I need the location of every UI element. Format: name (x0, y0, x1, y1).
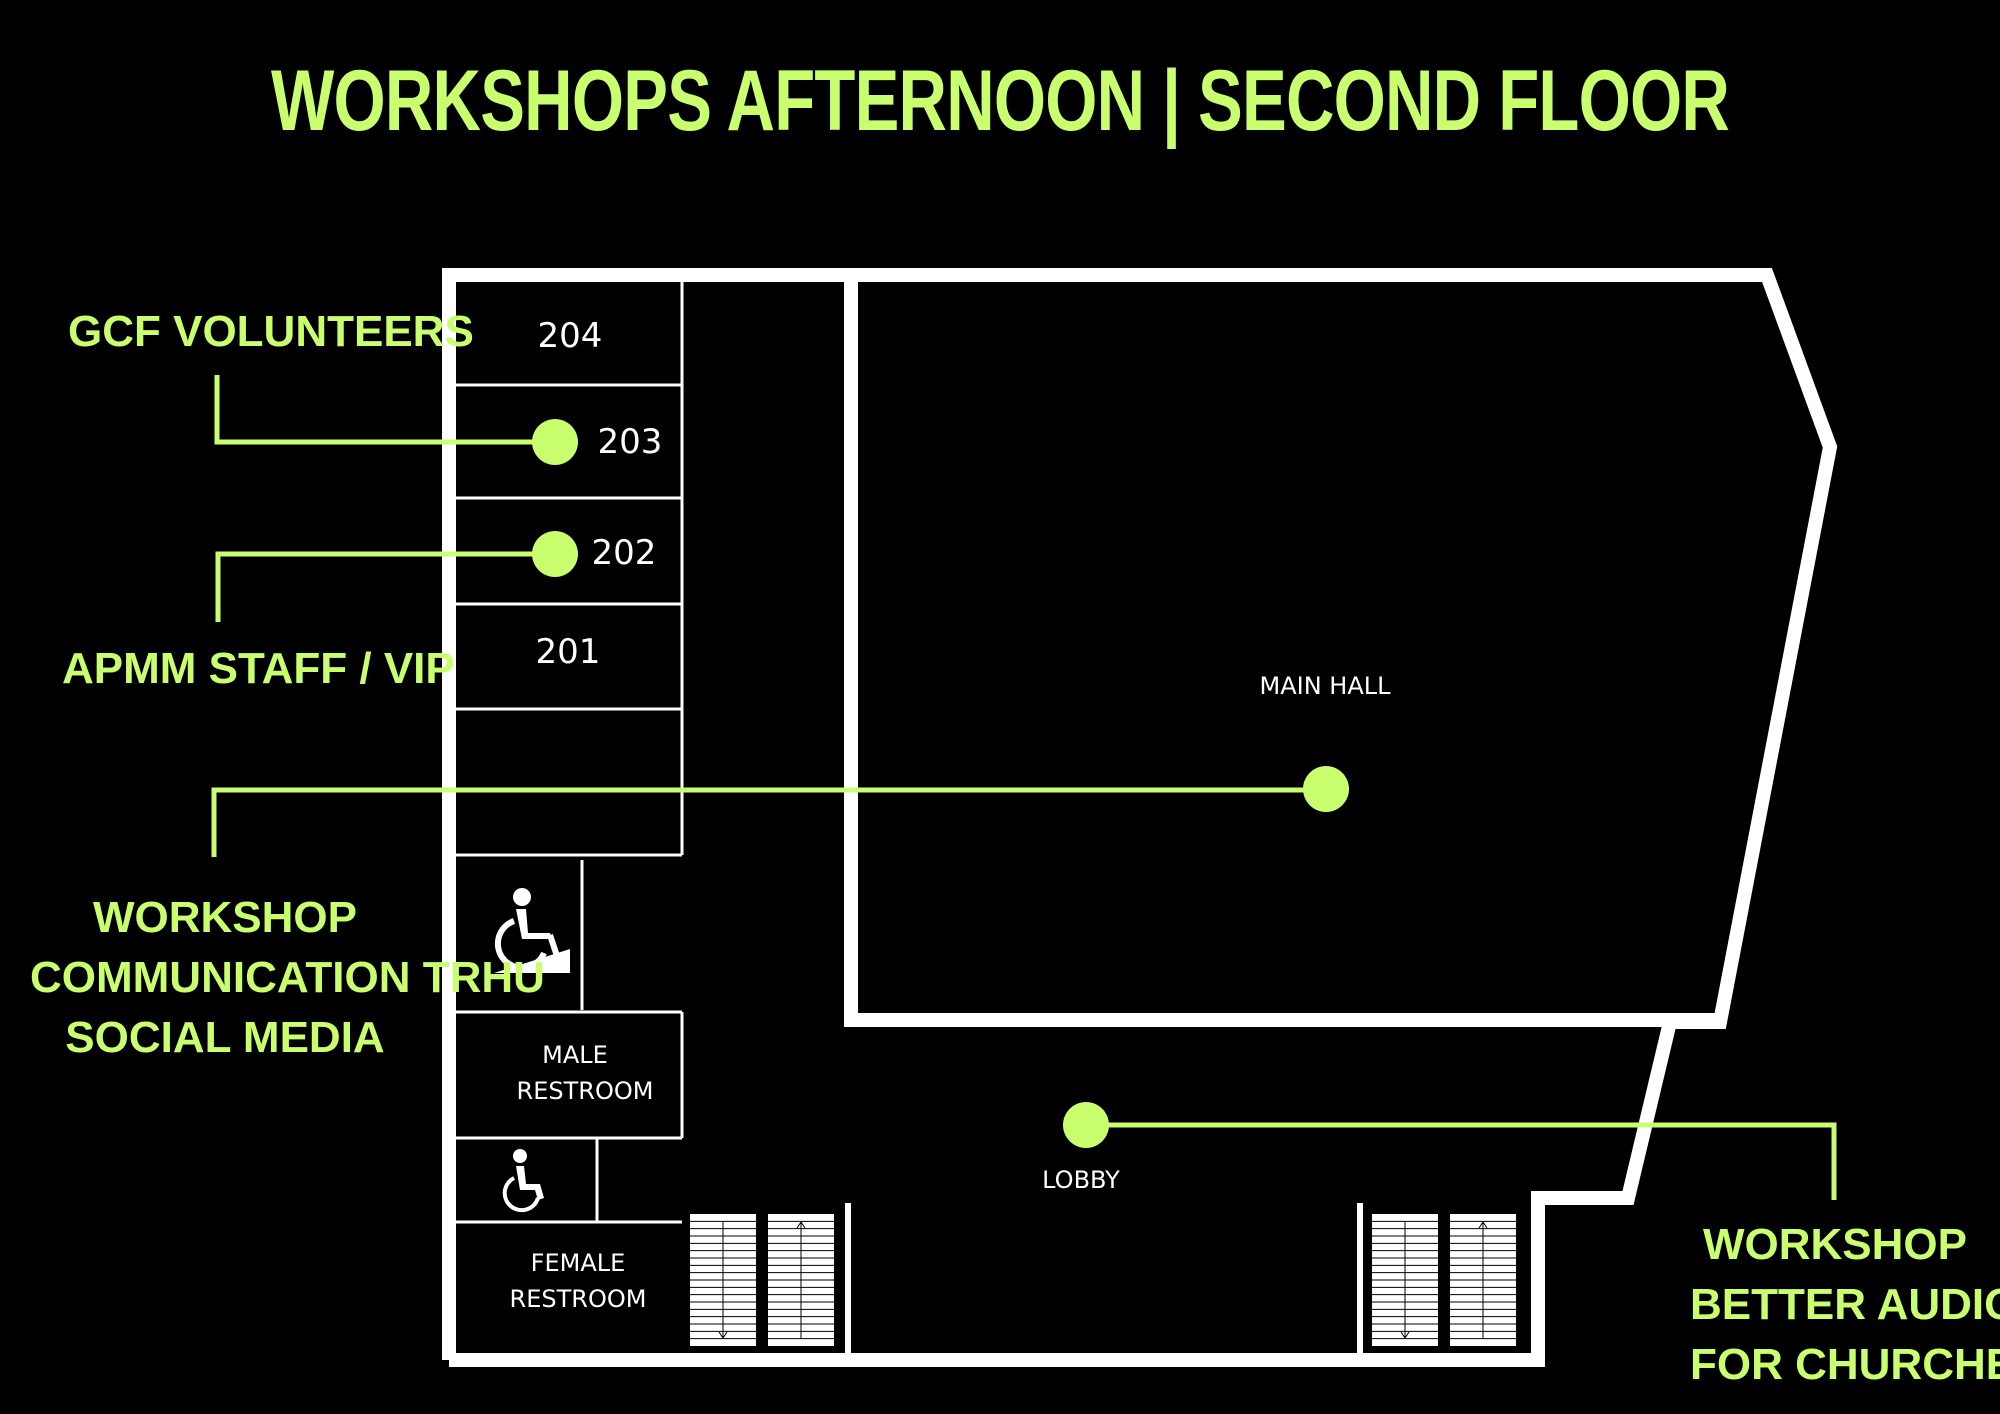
male-restroom-label: MALE RESTROOM (490, 1037, 680, 1109)
female-restroom-line-1: FEMALE (530, 1249, 626, 1277)
main-hall-label: MAIN HALL (1259, 672, 1391, 700)
callout-social-media-line-2: COMMUNICATION TRHU (30, 953, 545, 1002)
stairs-up-icon (768, 1214, 834, 1346)
female-restroom-label: FEMALE RESTROOM (480, 1245, 676, 1317)
stairs-down-icon (690, 1214, 756, 1346)
callout-gcf-volunteers: GCF VOLUNTEERS (68, 306, 474, 359)
female-restroom-line-2: RESTROOM (509, 1285, 647, 1313)
main-hall-walls (844, 282, 1720, 1027)
marker-room-202 (532, 531, 578, 577)
callout-social-media-line-3: SOCIAL MEDIA (65, 1013, 385, 1062)
callout-social-media-workshop: WORKSHOP COMMUNICATION TRHU SOCIAL MEDIA (30, 888, 545, 1068)
room-label-204: 204 (537, 316, 603, 356)
room-column (456, 282, 684, 1224)
male-restroom-line-1: MALE (542, 1041, 608, 1069)
callout-apmm-staff: APMM STAFF / VIP (62, 643, 455, 696)
callout-better-audio-line-3: FOR CHURCHES (1690, 1340, 2000, 1389)
male-restroom-line-2: RESTROOM (516, 1077, 654, 1105)
wheelchair-icon (502, 1149, 544, 1213)
callout-social-media-line-1: WORKSHOP (93, 893, 357, 942)
interior-walls (845, 1203, 1363, 1355)
marker-main-hall (1303, 766, 1349, 812)
room-label-201: 201 (535, 632, 601, 672)
stairs-down-icon (1372, 1214, 1438, 1346)
callout-better-audio-workshop: WORKSHOP BETTER AUDIO FOR CHURCHES (1690, 1215, 2000, 1395)
location-markers (532, 419, 1349, 1148)
callout-gcf-volunteers-text: GCF VOLUNTEERS (68, 307, 474, 356)
callout-apmm-staff-text: APMM STAFF / VIP (62, 644, 455, 693)
room-label-203: 203 (597, 422, 663, 462)
room-label-202: 202 (591, 533, 657, 573)
page-title: WORKSHOPS AFTERNOON | SECOND FLOOR (270, 53, 1730, 149)
stairs-up-icon (1450, 1214, 1516, 1346)
callout-better-audio-line-2: BETTER AUDIO (1690, 1280, 2000, 1329)
marker-room-203 (532, 419, 578, 465)
wheelchair-ramp-icon (494, 888, 570, 973)
callout-lines (211, 375, 1837, 1200)
marker-lobby (1063, 1102, 1109, 1148)
callout-better-audio-line-1: WORKSHOP (1703, 1220, 1967, 1269)
lobby-label: LOBBY (1042, 1166, 1120, 1194)
